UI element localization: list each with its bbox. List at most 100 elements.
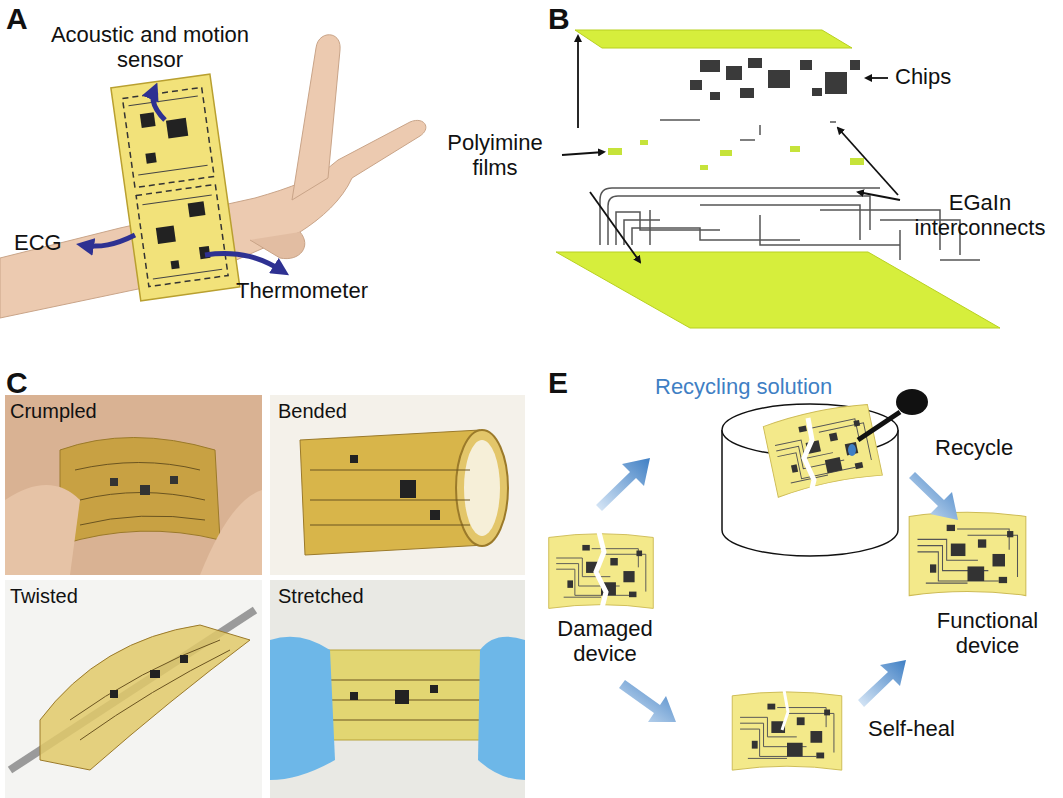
photo-label: Stretched xyxy=(278,585,418,608)
leader-arrow-part xyxy=(577,36,579,128)
stretched-photo-part-part xyxy=(430,685,438,693)
chips-part xyxy=(850,60,860,70)
polyimine-film-part-part xyxy=(790,146,800,152)
panel-letter: B xyxy=(548,2,588,37)
polyimine-film-part-part xyxy=(720,150,732,156)
arm-illustration-part xyxy=(250,232,305,259)
device-label: Damaged device xyxy=(545,616,665,667)
chips xyxy=(690,58,860,100)
bended-photo-part xyxy=(456,430,508,546)
chips-part xyxy=(825,72,847,94)
leader-arrow-part xyxy=(866,77,888,79)
polyimine-film-part xyxy=(575,30,852,48)
twisted-photo-part xyxy=(40,625,250,770)
crumpled-photo-part xyxy=(200,490,262,575)
chips-part xyxy=(710,92,720,100)
stretched-photo-part xyxy=(270,637,335,780)
panel-letter: C xyxy=(6,366,46,401)
twisted-photo-part-part xyxy=(80,650,230,740)
device-label: Functional device xyxy=(925,608,1050,659)
photo-label: Crumpled xyxy=(10,400,150,423)
callout-arrow-part xyxy=(153,88,165,120)
process-arrow-part xyxy=(596,458,650,511)
egain-interconnects-part xyxy=(760,215,900,245)
leader-arrow-part xyxy=(838,128,898,195)
crumpled-photo-part xyxy=(75,463,205,526)
crumpled-photo xyxy=(5,395,262,575)
chips-part xyxy=(740,88,754,98)
chips-part xyxy=(768,70,790,88)
step-label: Self-heal xyxy=(868,716,988,741)
wearable-device-part-part xyxy=(138,165,207,175)
device-illustration-part xyxy=(596,528,606,616)
polyimine-film xyxy=(556,30,1000,328)
polyimine-film-part xyxy=(556,252,1000,328)
leader-arrow-part xyxy=(858,192,900,200)
dropper-part xyxy=(896,389,928,415)
process-arrow xyxy=(596,458,958,722)
wearable-device-part-part xyxy=(140,112,156,128)
bended-photo-part-part xyxy=(310,470,470,471)
wearable-device-part xyxy=(140,107,212,271)
stretched-photo-part-part xyxy=(350,692,358,700)
photo-label: Bended xyxy=(278,400,418,423)
bended-photo-part-part xyxy=(350,455,358,463)
chips-part xyxy=(726,66,742,80)
bended-photo-part-part xyxy=(430,510,440,520)
egain-interconnects-part xyxy=(830,121,836,123)
crumpled-photo-part-part xyxy=(170,476,178,484)
wearable-device-part xyxy=(136,184,228,286)
wearable-device-part-part xyxy=(188,201,206,217)
solution-label: Recycling solution xyxy=(655,374,885,399)
panel-letter: A xyxy=(6,2,46,37)
arm-illustration-part xyxy=(292,35,340,200)
part-label: EGaIn interconnects xyxy=(905,190,1055,241)
polyimine-film-part-part xyxy=(850,158,864,165)
part-label: Chips xyxy=(895,64,995,89)
polyimine-film-part-part xyxy=(640,140,648,145)
twisted-photo-part-part xyxy=(180,655,188,663)
process-arrow-part xyxy=(858,660,906,707)
arm-illustration xyxy=(0,35,426,318)
crumpled-photo-part-part xyxy=(110,478,118,486)
callout-label: Acoustic and motion sensor xyxy=(40,22,260,73)
chips-part xyxy=(700,60,720,72)
chips-part xyxy=(812,88,822,96)
twisted-photo-part xyxy=(10,610,255,770)
bended-photo-part xyxy=(350,455,440,520)
crumpled-photo-part xyxy=(110,476,178,495)
wearable-device-part xyxy=(129,96,223,279)
wearable-device xyxy=(111,74,240,301)
device-illustration-part xyxy=(782,690,788,730)
panel-letter: E xyxy=(548,366,588,401)
egain-interconnects-part xyxy=(624,220,660,245)
stretched-photo-part-part xyxy=(330,720,480,721)
twisted-photo-part xyxy=(70,640,230,740)
leader-arrow-part xyxy=(562,152,604,155)
device-illustration xyxy=(549,512,1026,770)
crumpled-photo-part-part xyxy=(75,463,200,471)
stretched-photo-part xyxy=(320,650,490,740)
dropper-part xyxy=(858,412,900,440)
leader-arrow-part xyxy=(590,192,640,262)
bended-photo-part xyxy=(310,470,470,525)
stretched-photo-part xyxy=(330,680,480,720)
wearable-device-part xyxy=(122,87,214,187)
bended-photo xyxy=(270,395,525,575)
crumpled-photo-part xyxy=(60,438,220,546)
callout-label: ECG xyxy=(14,230,74,255)
recycling-dish-part xyxy=(763,401,883,497)
bended-photo-part-part xyxy=(400,480,416,498)
egain-interconnects-part xyxy=(600,188,880,245)
wearable-device-part-part xyxy=(145,152,156,163)
egain-interconnects-part xyxy=(660,119,700,121)
egain-interconnects-part xyxy=(608,196,870,245)
stretched-photo-part xyxy=(270,580,525,798)
bended-photo-part xyxy=(464,440,500,536)
callout-arrow-part xyxy=(82,235,135,246)
dropper-part xyxy=(848,444,856,456)
stretched-photo-part xyxy=(478,637,525,780)
wearable-device-part-part xyxy=(142,195,211,205)
